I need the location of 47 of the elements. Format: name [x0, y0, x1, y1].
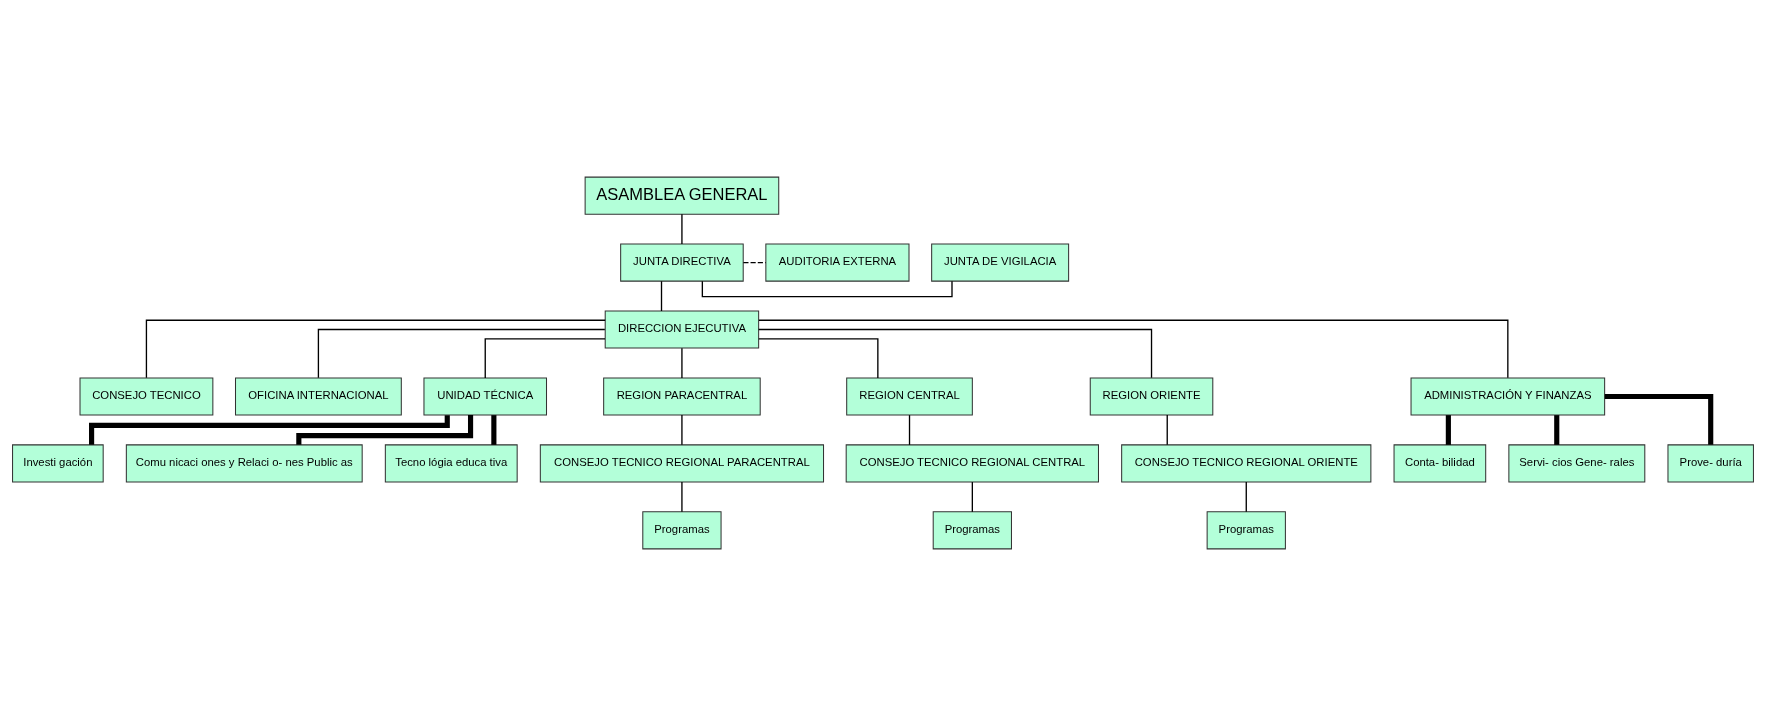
- connector: [681, 347, 683, 379]
- connector: [758, 319, 1509, 378]
- node-box: DIRECCION EJECUTIVA: [604, 309, 760, 349]
- node-box: OFICINA INTERNACIONAL: [235, 376, 402, 416]
- node-box: REGION PARACENTRAL: [603, 376, 761, 416]
- node-box: Programas: [1206, 510, 1286, 549]
- node-box: AUDITORIA EXTERNA: [765, 243, 910, 282]
- connector: [908, 413, 911, 446]
- node-box: ADMINISTRACIÓN Y FINANZAS: [1410, 376, 1606, 416]
- node-box: Investi gación: [12, 443, 104, 482]
- node-box: CONSEJO TECNICO REGIONAL PARACENTRAL: [539, 443, 825, 482]
- node-box: Conta- bilidad: [1393, 443, 1487, 482]
- connector: [758, 337, 879, 379]
- connector: [660, 280, 663, 312]
- node-box: REGION ORIENTE: [1089, 376, 1214, 416]
- connector: [1245, 480, 1247, 512]
- connector: [681, 480, 683, 512]
- node-box: Comu nicaci ones y Relaci o- nes Public as: [125, 443, 363, 482]
- node-box: CONSEJO TECNICO: [79, 376, 214, 416]
- connector: [317, 328, 606, 378]
- connector: [1166, 413, 1168, 446]
- connector: [89, 414, 450, 445]
- node-box: Prove- duría: [1667, 443, 1754, 482]
- connector: [971, 480, 973, 512]
- node-box: Programas: [642, 510, 722, 549]
- connector: [145, 319, 606, 378]
- connector: [1554, 414, 1560, 445]
- connector: [742, 261, 767, 263]
- node-box: REGION CENTRAL: [846, 376, 973, 416]
- connector: [484, 337, 606, 379]
- connector: [296, 414, 474, 445]
- node-box: Servi- cios Gene- rales: [1508, 443, 1646, 482]
- node-box: Tecno lógia educa tiva: [384, 443, 518, 482]
- connector: [681, 213, 683, 245]
- node-box: CONSEJO TECNICO REGIONAL CENTRAL: [845, 443, 1099, 482]
- connector: [681, 413, 683, 446]
- connector: [701, 280, 953, 297]
- node-box: UNIDAD TÉCNICA: [423, 376, 548, 416]
- node-box: JUNTA DE VIGILACIA: [931, 243, 1070, 282]
- node-box: CONSEJO TECNICO REGIONAL ORIENTE: [1121, 443, 1372, 482]
- connector: [1445, 414, 1451, 445]
- node-box: JUNTA DIRECTIVA: [620, 243, 744, 282]
- node-box: Programas: [932, 510, 1012, 549]
- node-box: ASAMBLEA GENERAL: [584, 176, 780, 215]
- connector: [758, 328, 1153, 378]
- connector: [1604, 393, 1714, 445]
- connector: [491, 414, 497, 445]
